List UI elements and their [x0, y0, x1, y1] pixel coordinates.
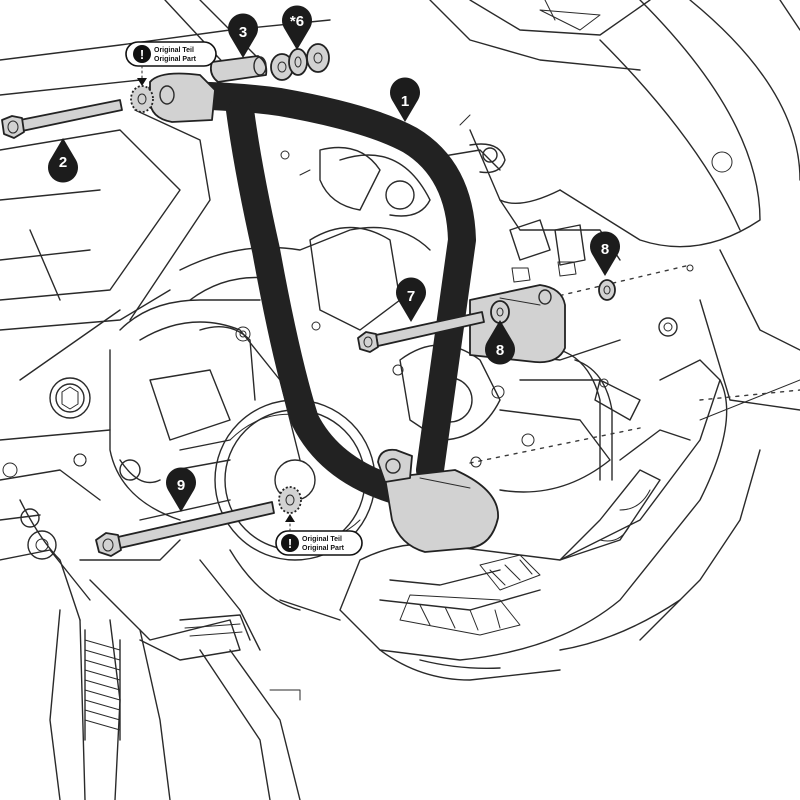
- callout-6: *6: [282, 5, 312, 50]
- bolt-part-9: [95, 501, 275, 557]
- callout-label-7: 7: [407, 288, 415, 305]
- bolt-part-7: [357, 311, 485, 353]
- washer-nut-part-6: [270, 43, 330, 81]
- exclamation-icon: [281, 534, 299, 552]
- callout-label-8a: 8: [601, 241, 609, 258]
- callout-label-1: 1: [401, 93, 409, 110]
- note-line1: Original Teil: [302, 536, 342, 543]
- washer-part-8-outer: [598, 279, 616, 301]
- callout-8-upper: 8: [590, 231, 620, 276]
- original-washer-bottom: [278, 456, 482, 514]
- exclamation-icon-glyph: !: [140, 47, 144, 62]
- callout-label-2: 2: [59, 154, 67, 171]
- callout-label-8b: 8: [496, 342, 504, 359]
- callout-3: 3: [228, 13, 258, 58]
- callout-7: 7: [396, 277, 427, 322]
- original-part-note-bottom: ! Original Teil Original Part: [275, 514, 363, 556]
- callout-8-lower: 8: [485, 320, 515, 365]
- exclamation-icon: [133, 45, 151, 63]
- callout-9: 9: [166, 467, 196, 512]
- callout-label-6: *6: [290, 13, 304, 30]
- callout-label-9: 9: [177, 477, 185, 494]
- callout-1: 1: [390, 77, 420, 122]
- note-line1: Original Teil: [154, 47, 194, 54]
- washer-part-8-inner: [490, 300, 510, 324]
- callout-2: 2: [48, 138, 78, 183]
- spacer-part-3: [209, 55, 268, 83]
- callout-label-3: 3: [239, 24, 247, 41]
- frame-mount-hole: [686, 264, 694, 272]
- note-line2: Original Part: [302, 545, 345, 552]
- bolt-part-2: [1, 99, 123, 139]
- mounting-guide-lines: [469, 264, 800, 464]
- exclamation-icon-glyph: !: [288, 536, 292, 551]
- original-washer-top: [130, 85, 154, 113]
- original-part-note-top: ! Original Teil Original Part: [125, 41, 217, 86]
- note-line2: Original Part: [154, 56, 197, 63]
